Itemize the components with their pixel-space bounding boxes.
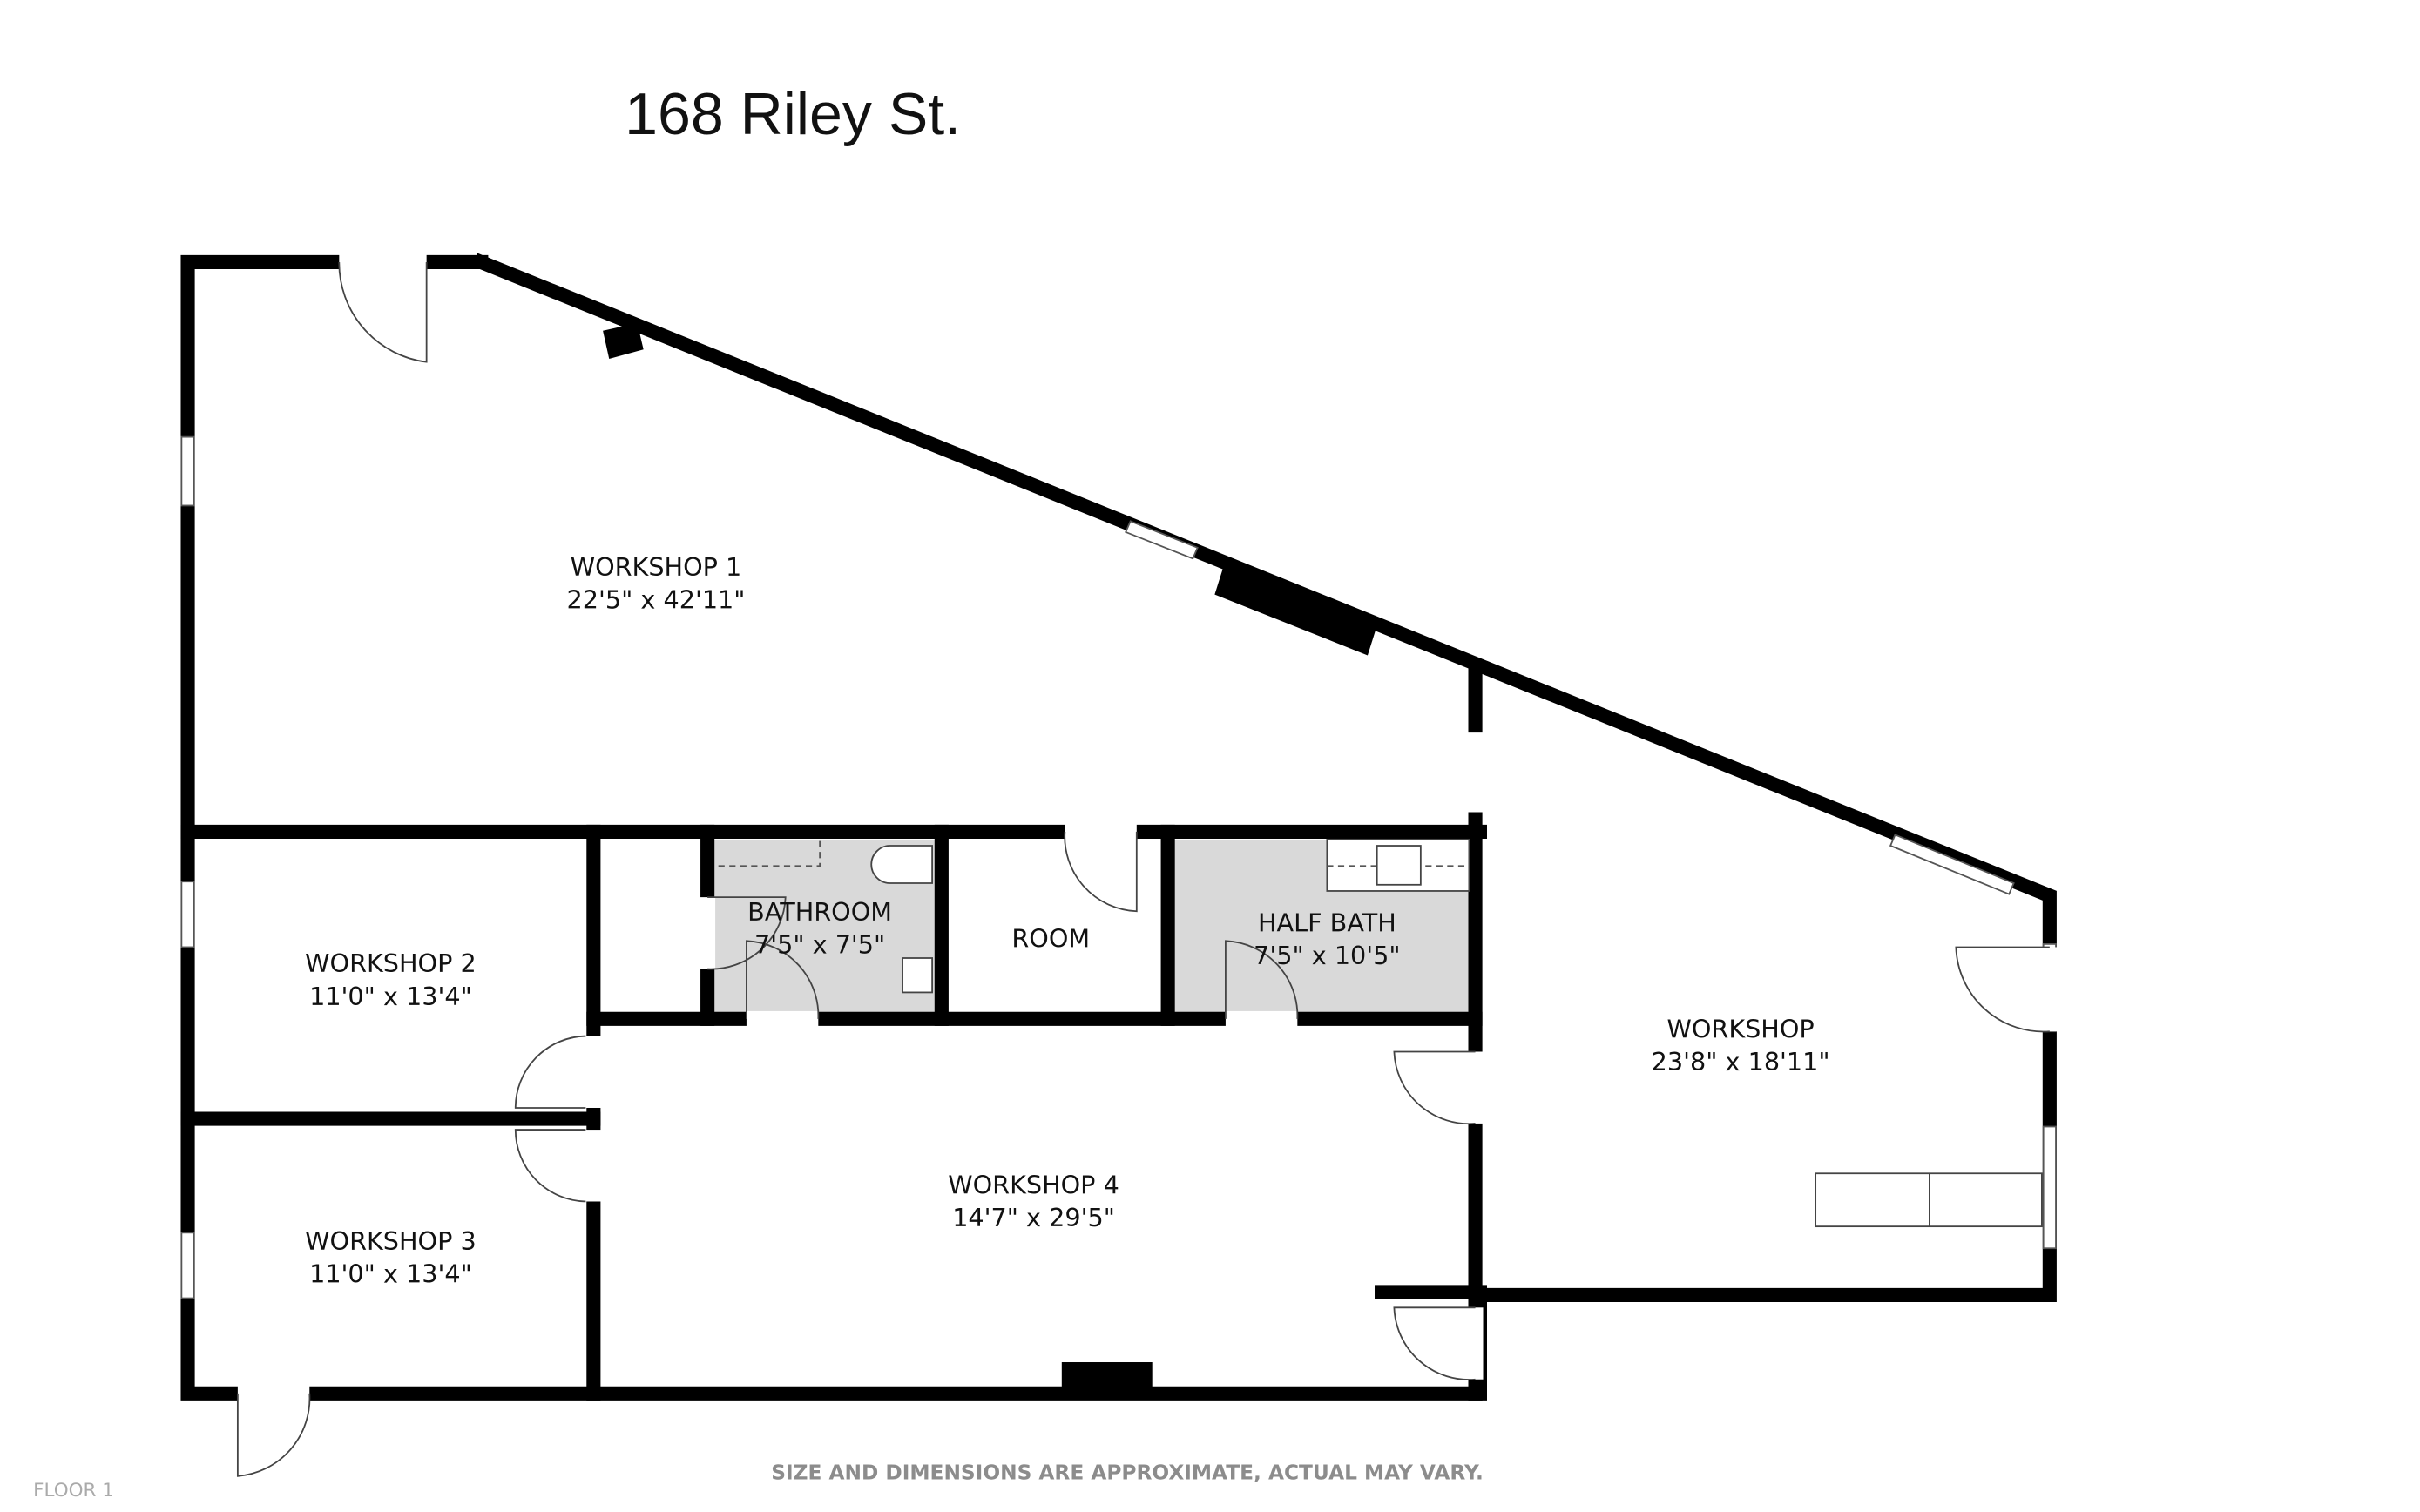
room-size: 7'5" x 7'5" [754,930,885,960]
room-name: WORKSHOP 4 [948,1171,1119,1200]
floor-label: FLOOR 1 [33,1480,114,1502]
disclaimer: SIZE AND DIMENSIONS ARE APPROXIMATE, ACT… [771,1461,1484,1484]
fixtures [718,838,2043,1228]
column [603,322,644,360]
windows [180,435,2057,1299]
room-size: 14'7" x 29'5" [952,1203,1115,1232]
room-size: 11'0" x 13'4" [309,1259,472,1289]
room-size: 22'5" x 42'11" [567,585,746,615]
chimney-bottom [1061,1362,1153,1391]
room-name: WORKSHOP [1667,1014,1815,1043]
room-labels: WORKSHOP 1 22'5" x 42'11" WORKSHOP 2 11'… [305,552,1829,1289]
toilet-icon [870,845,934,884]
room-name: ROOM [1011,923,1090,953]
room-name: WORKSHOP 3 [305,1226,477,1256]
room-name: WORKSHOP 1 [571,552,742,582]
half-bath-sink-icon [1376,845,1422,886]
doors [236,254,2058,1477]
room-name: BATHROOM [747,897,892,927]
room-size: 11'0" x 13'4" [309,982,472,1011]
room-name: WORKSHOP 2 [305,948,477,978]
sink-icon [902,957,934,994]
room-size: 23'8" x 18'11" [1652,1047,1830,1077]
room-size: 7'5" x 10'5" [1254,941,1400,970]
room-name: HALF BATH [1258,908,1396,938]
plan-title: 168 Riley St. [625,81,961,147]
chimney [1214,564,1377,656]
